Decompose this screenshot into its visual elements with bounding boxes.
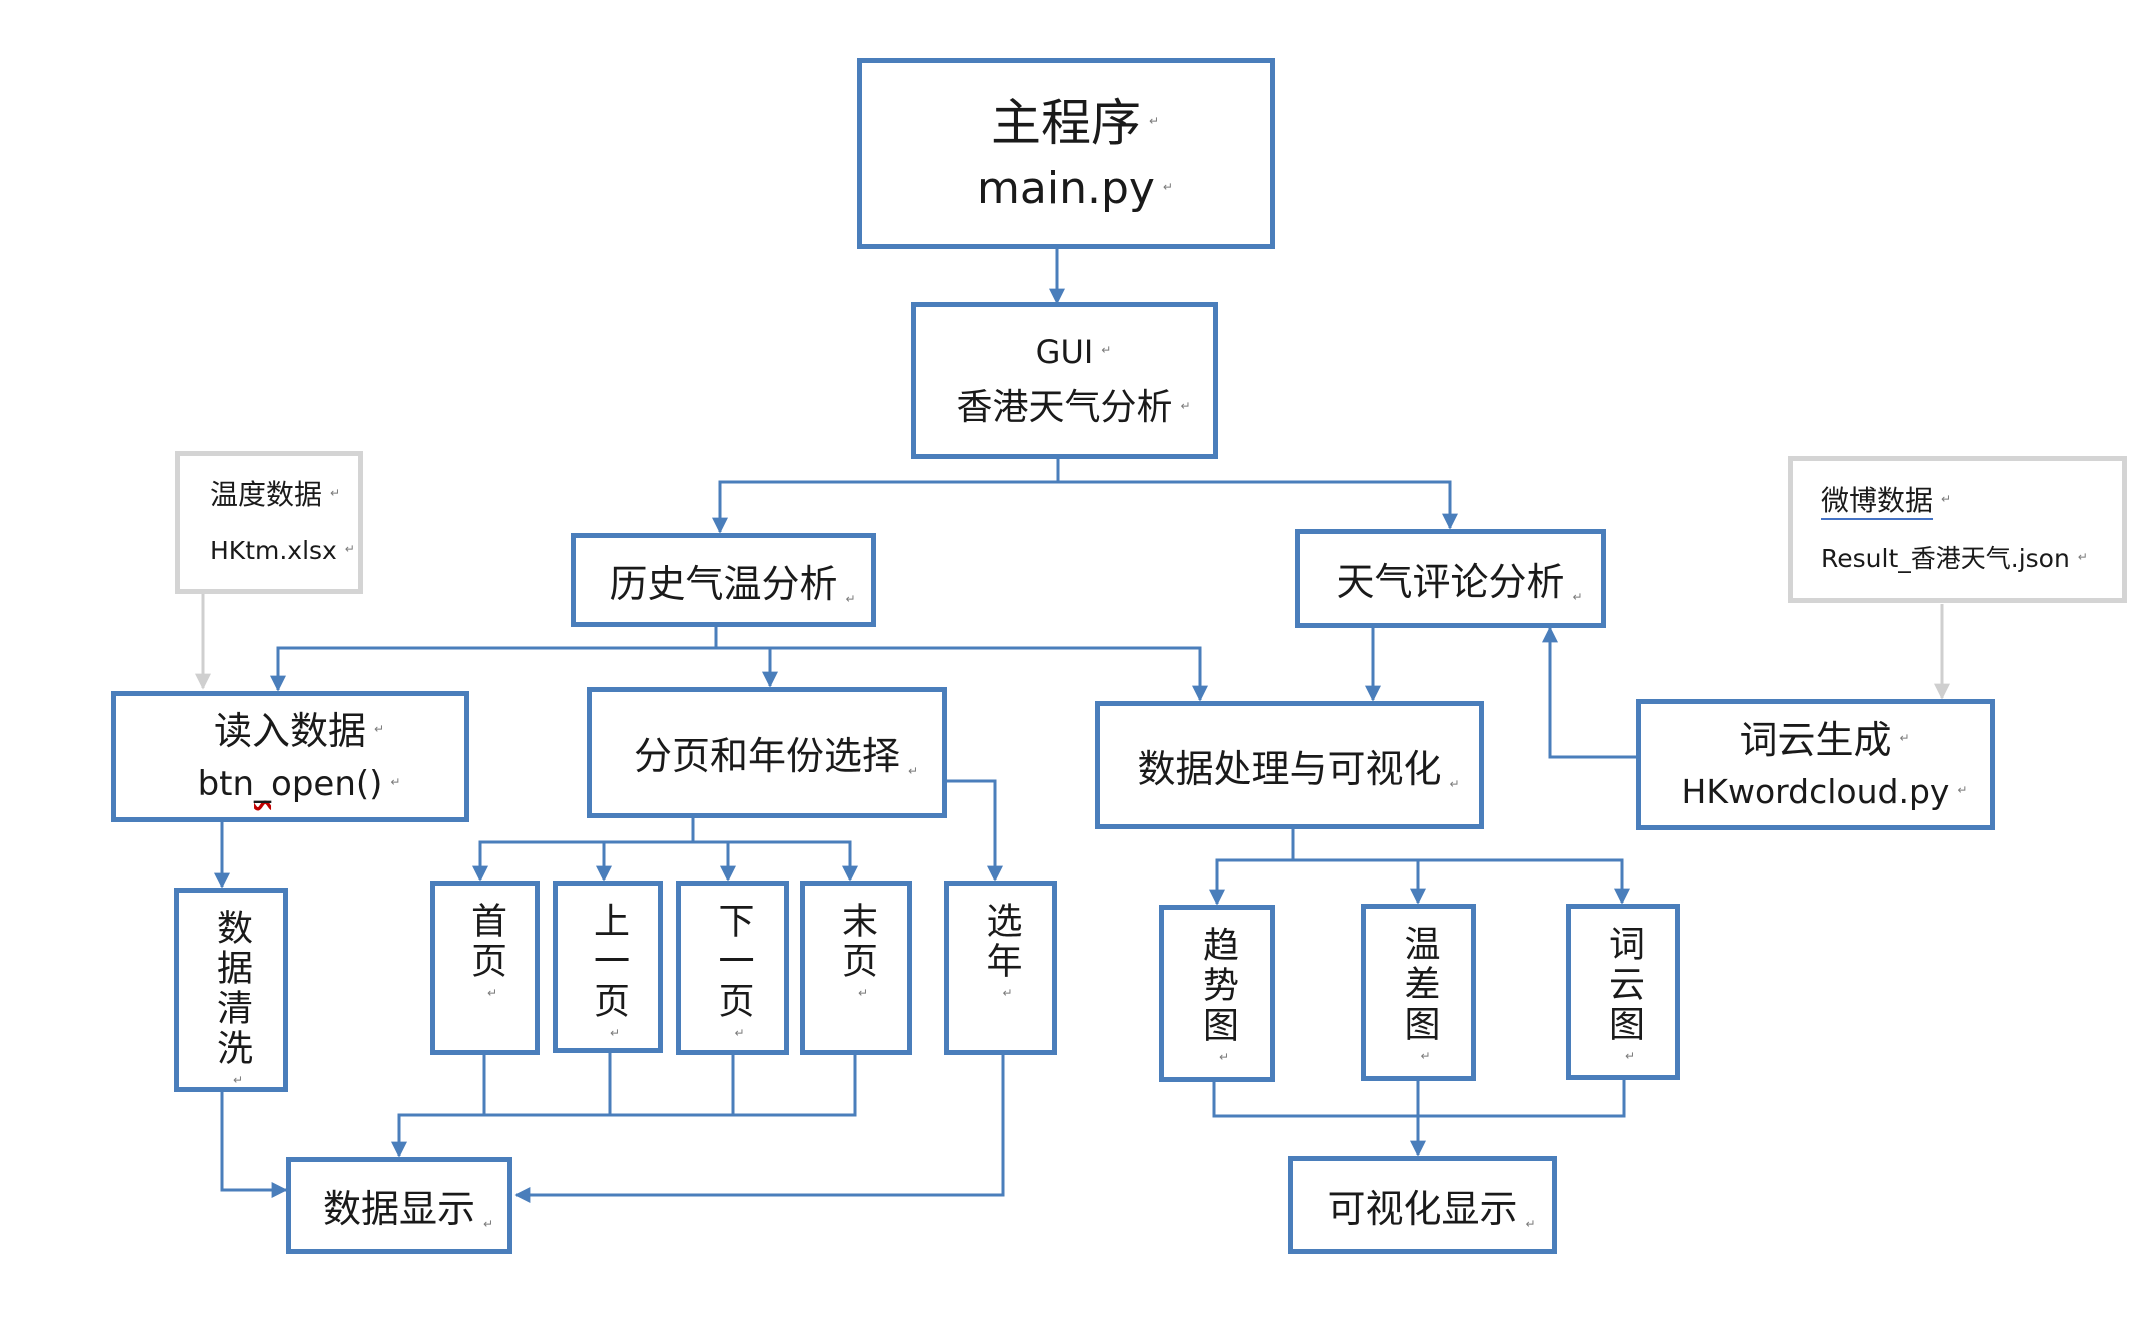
data-display-label: 数据显示 — [323, 1178, 493, 1233]
temperature-data-source: 温度数据 HKtm.xlsx — [175, 451, 363, 594]
previous-page-node: 上一页 — [553, 881, 663, 1053]
data-display-node: 数据显示 — [286, 1157, 512, 1254]
last-page-node: 末页 — [800, 881, 912, 1055]
read-data-function: btn_open() — [197, 757, 401, 809]
temp-diff-chart-node: 温差图 — [1361, 904, 1476, 1081]
data-processing-visualization-label: 数据处理与可视化 — [1137, 738, 1459, 793]
main-program-title: 主程序 — [991, 88, 1159, 156]
arrow-paging-to-first — [472, 816, 695, 882]
merge-charts-line — [1212, 1079, 1626, 1118]
read-data-function-prefix: btn — [197, 763, 255, 804]
arrow-processing-to-tempdiff — [1293, 858, 1426, 905]
read-data-label: 读入数据 — [214, 703, 384, 757]
first-page-node: 首页 — [430, 881, 540, 1055]
data-cleaning-label: 数据清洗 — [205, 909, 257, 1091]
gui-node: GUI 香港天气分析 — [911, 302, 1218, 459]
main-program-node: 主程序 main.py — [857, 58, 1275, 249]
wordcloud-generation-label: 词云生成 — [1739, 712, 1909, 766]
last-page-label: 末页 — [830, 902, 882, 1004]
gui-title: GUI — [1036, 327, 1111, 375]
trend-chart-label: 趋势图 — [1191, 926, 1243, 1068]
arrow-paging-to-last — [728, 840, 858, 882]
weibo-data-label: 微博数据 — [1821, 479, 1951, 521]
paging-year-selection-label: 分页和年份选择 — [634, 725, 918, 780]
arrow-history-to-processing — [716, 646, 1208, 702]
arrow-cleaning-to-display — [220, 1090, 288, 1198]
wordcloud-generation-file: HKwordcloud.py — [1682, 766, 1968, 816]
history-temp-analysis-label: 历史气温分析 — [609, 553, 855, 608]
data-processing-visualization-node: 数据处理与可视化 — [1095, 701, 1484, 829]
year-select-label: 选年 — [975, 902, 1027, 1004]
first-page-label: 首页 — [459, 902, 511, 1004]
arrow-gui-to-history — [712, 457, 1060, 534]
arrow-paging-to-year — [945, 779, 1003, 882]
weather-comment-analysis-label: 天气评论分析 — [1336, 551, 1582, 606]
arrow-paging-to-next — [693, 840, 736, 882]
visualization-display-label: 可视化显示 — [1327, 1178, 1535, 1233]
visualization-display-node: 可视化显示 — [1288, 1156, 1557, 1254]
next-page-label: 下一页 — [707, 902, 759, 1044]
wordcloud-chart-node: 词云图 — [1566, 904, 1680, 1080]
wordcloud-generation-node: 词云生成 HKwordcloud.py — [1636, 699, 1995, 830]
paging-year-selection-node: 分页和年份选择 — [587, 687, 947, 818]
year-select-node: 选年 — [944, 881, 1057, 1055]
previous-page-label: 上一页 — [582, 902, 634, 1044]
next-page-node: 下一页 — [676, 881, 789, 1055]
weibo-data-source: 微博数据 Result_香港天气.json — [1788, 456, 2127, 603]
read-data-node: 读入数据 btn_open() — [111, 691, 469, 822]
read-data-function-underscore: _ — [254, 763, 272, 804]
data-cleaning-node: 数据清洗 — [174, 888, 288, 1092]
temperature-data-file: HKtm.xlsx — [210, 529, 355, 571]
temp-diff-chart-label: 温差图 — [1393, 925, 1445, 1067]
wordcloud-chart-label: 词云图 — [1597, 925, 1649, 1067]
arrow-processing-to-wordcloud — [1418, 858, 1630, 905]
arrow-pages-to-display — [391, 1113, 610, 1158]
arrow-wordcloud-to-comment — [1542, 626, 1637, 759]
arrow-history-to-read — [270, 625, 718, 692]
arrow-gui-to-comment — [1058, 480, 1458, 530]
history-temp-analysis-node: 历史气温分析 — [571, 533, 876, 627]
gui-subtitle: 香港天气分析 — [956, 381, 1190, 433]
read-data-function-suffix: open() — [271, 763, 383, 804]
arrow-year-to-display — [514, 1053, 1005, 1203]
weather-comment-analysis-node: 天气评论分析 — [1295, 529, 1606, 628]
arrow-processing-to-trend — [1209, 827, 1295, 906]
temperature-data-label: 温度数据 — [210, 473, 340, 515]
merge-pages-line — [482, 1053, 857, 1117]
main-program-file: main.py — [977, 158, 1173, 218]
weibo-data-file: Result_香港天气.json — [1821, 537, 2088, 579]
trend-chart-node: 趋势图 — [1159, 905, 1275, 1082]
